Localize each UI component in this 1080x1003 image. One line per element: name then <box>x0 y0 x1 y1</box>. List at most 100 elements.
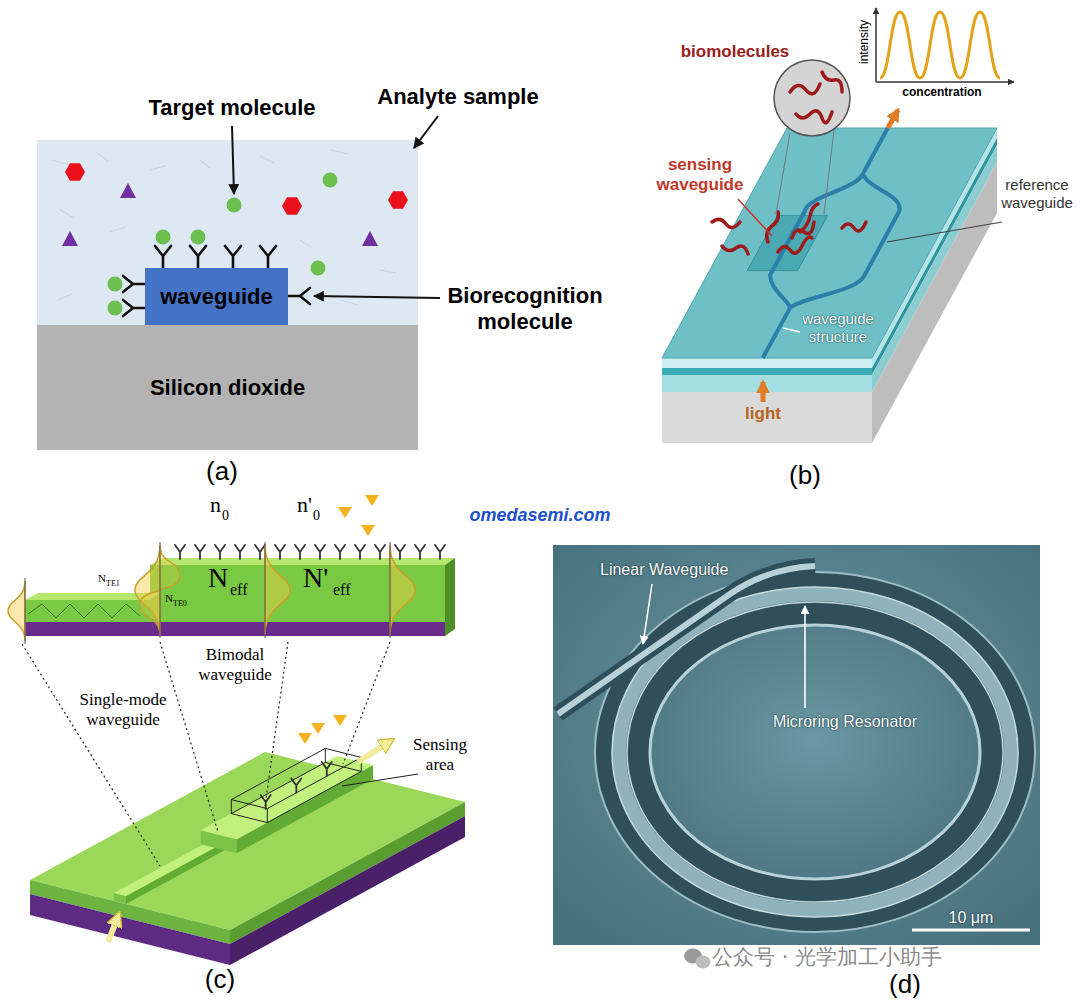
biomolecule-strand <box>722 246 748 254</box>
scale-bar <box>912 929 1030 932</box>
chip-front-face <box>662 358 872 443</box>
plot-axis <box>876 8 1014 82</box>
wechat-icon <box>696 956 711 969</box>
wechat-icon <box>684 949 711 969</box>
leader-line <box>738 199 772 236</box>
analyte-triangle <box>311 723 325 734</box>
light-arrow <box>763 110 898 402</box>
biomolecule-strand <box>796 111 832 123</box>
scale-label: 10 μm <box>949 908 994 927</box>
node-text: waveguide <box>160 284 272 310</box>
antibody-symbol <box>435 545 445 559</box>
antibody-symbol <box>175 545 185 559</box>
panel-c-cross-section <box>150 558 455 565</box>
axis-label: concentration <box>902 85 981 99</box>
panel-c-cross-section <box>28 604 140 618</box>
antibody-symbol <box>395 545 405 559</box>
biomolecule-strand <box>767 212 779 242</box>
antibody-symbol <box>288 288 310 304</box>
sensing-area-box <box>231 748 361 822</box>
biomolecule-strand <box>790 72 842 123</box>
panel-a-illustration <box>37 116 440 325</box>
antibody-symbol <box>415 545 425 559</box>
antibody-symbol <box>315 545 325 559</box>
leader-line <box>342 774 418 786</box>
analyte-triangle <box>333 715 347 726</box>
antibody-symbol <box>155 246 171 268</box>
mode-profile <box>8 545 415 641</box>
biomolecule-strand <box>712 204 866 254</box>
target-molecule-dot <box>191 230 206 245</box>
analyte-triangle <box>338 495 379 536</box>
antibody-symbol <box>375 545 385 559</box>
sensing-area-box <box>231 762 361 822</box>
analyte-triangle <box>298 733 312 744</box>
subscript-label: eff <box>230 582 247 598</box>
panel-d-sem-image <box>558 566 815 714</box>
target-molecule-dot <box>108 173 338 316</box>
axis-label: intensity <box>857 20 871 64</box>
panel-d-sem-image <box>595 572 1035 932</box>
antibody-symbol <box>295 545 305 559</box>
interferent-hexagon <box>65 163 408 214</box>
panel-c-cross-section <box>25 622 445 636</box>
single-mode-ridge <box>114 839 225 896</box>
biomolecule-strand <box>778 237 812 253</box>
antibody-symbol <box>123 300 145 316</box>
callout-label: Linear Waveguide <box>600 560 728 579</box>
panel-letter: (b) <box>789 462 821 488</box>
leader-line <box>783 328 800 332</box>
sensing-area-box <box>231 748 361 822</box>
analyte-triangle <box>361 525 375 536</box>
panel-d-sem-image <box>553 545 1040 945</box>
substrate-band: Silicon dioxide <box>37 325 418 450</box>
antibody-symbol <box>190 246 206 268</box>
mode-profile <box>390 545 415 635</box>
panel-d-sem-image <box>650 625 980 879</box>
panel-c-cross-section <box>445 558 455 636</box>
panel-c-cross-section <box>8 495 455 644</box>
bimodal-ridge <box>201 756 373 853</box>
antibody-symbol <box>261 762 332 809</box>
antibody-symbol <box>255 545 265 559</box>
target-molecule-dot <box>227 198 242 213</box>
panel-letter: (a) <box>206 458 238 484</box>
projection-dotted-line <box>22 642 390 866</box>
antibody-symbol <box>355 545 365 559</box>
antibody-symbol <box>235 545 245 559</box>
light-arrow <box>761 382 766 402</box>
leader-line <box>887 222 1002 242</box>
target-molecule-dot <box>156 230 171 245</box>
interferent-triangle <box>62 231 78 246</box>
chip-front-face <box>662 375 872 392</box>
callout-label: Biorecognition molecule <box>425 283 625 336</box>
profile-axis <box>25 578 26 644</box>
panel-letter: (d) <box>889 971 921 997</box>
mode-profile <box>8 581 25 641</box>
plot-axis <box>875 8 877 82</box>
panel-d-sem-image <box>627 602 1003 902</box>
antibody-symbol <box>215 545 225 559</box>
panel-c-device <box>30 715 465 965</box>
subscript-label: 0 <box>222 509 229 523</box>
output-curve <box>880 12 1000 78</box>
region-label: Sensing area <box>405 735 475 776</box>
callout-label: Analyte sample <box>377 84 538 110</box>
profile-axis <box>160 542 161 638</box>
biomolecule-strand <box>800 204 818 232</box>
interferent-hexagon <box>282 197 302 214</box>
single-mode-ridge <box>126 842 225 904</box>
light-arrow <box>888 110 898 128</box>
panel-letter: (c) <box>205 966 235 992</box>
subscript-label: TE0 <box>173 600 187 608</box>
subscript-label: TE1 <box>106 580 120 588</box>
antibody-symbol <box>335 545 345 559</box>
panel-d-sem-image <box>553 545 1040 945</box>
subscript-label: 0 <box>313 509 320 523</box>
biomolecule-strand <box>712 219 740 227</box>
watermark: omedasemi.com <box>469 505 610 527</box>
chip-front-face <box>662 368 872 375</box>
zoom-line <box>824 130 834 214</box>
